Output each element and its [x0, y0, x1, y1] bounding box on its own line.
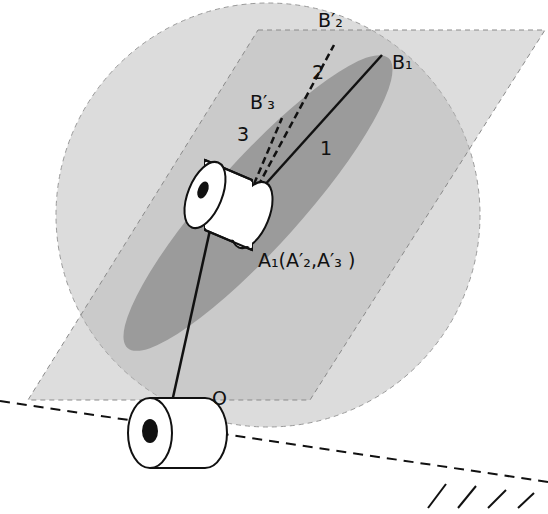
link-plane-ellipse [95, 29, 421, 378]
ground-axis [0, 401, 548, 482]
point-label: B′₂ [318, 10, 343, 31]
callout-number: 2 [312, 62, 324, 83]
point-label: B′₃ [250, 92, 275, 113]
ground-hatch [428, 484, 534, 508]
point-label: B₁ [392, 52, 413, 73]
link-line-dashed [258, 45, 334, 186]
callout-number: 3 [237, 124, 249, 145]
crank-line [172, 230, 210, 402]
point-label: O [212, 388, 227, 409]
point-label: A₁(A′₂,A′₃ ) [258, 250, 355, 271]
link-line-dashed [254, 118, 282, 184]
joint-cylinder [176, 156, 281, 254]
callout-number: 1 [320, 138, 332, 159]
